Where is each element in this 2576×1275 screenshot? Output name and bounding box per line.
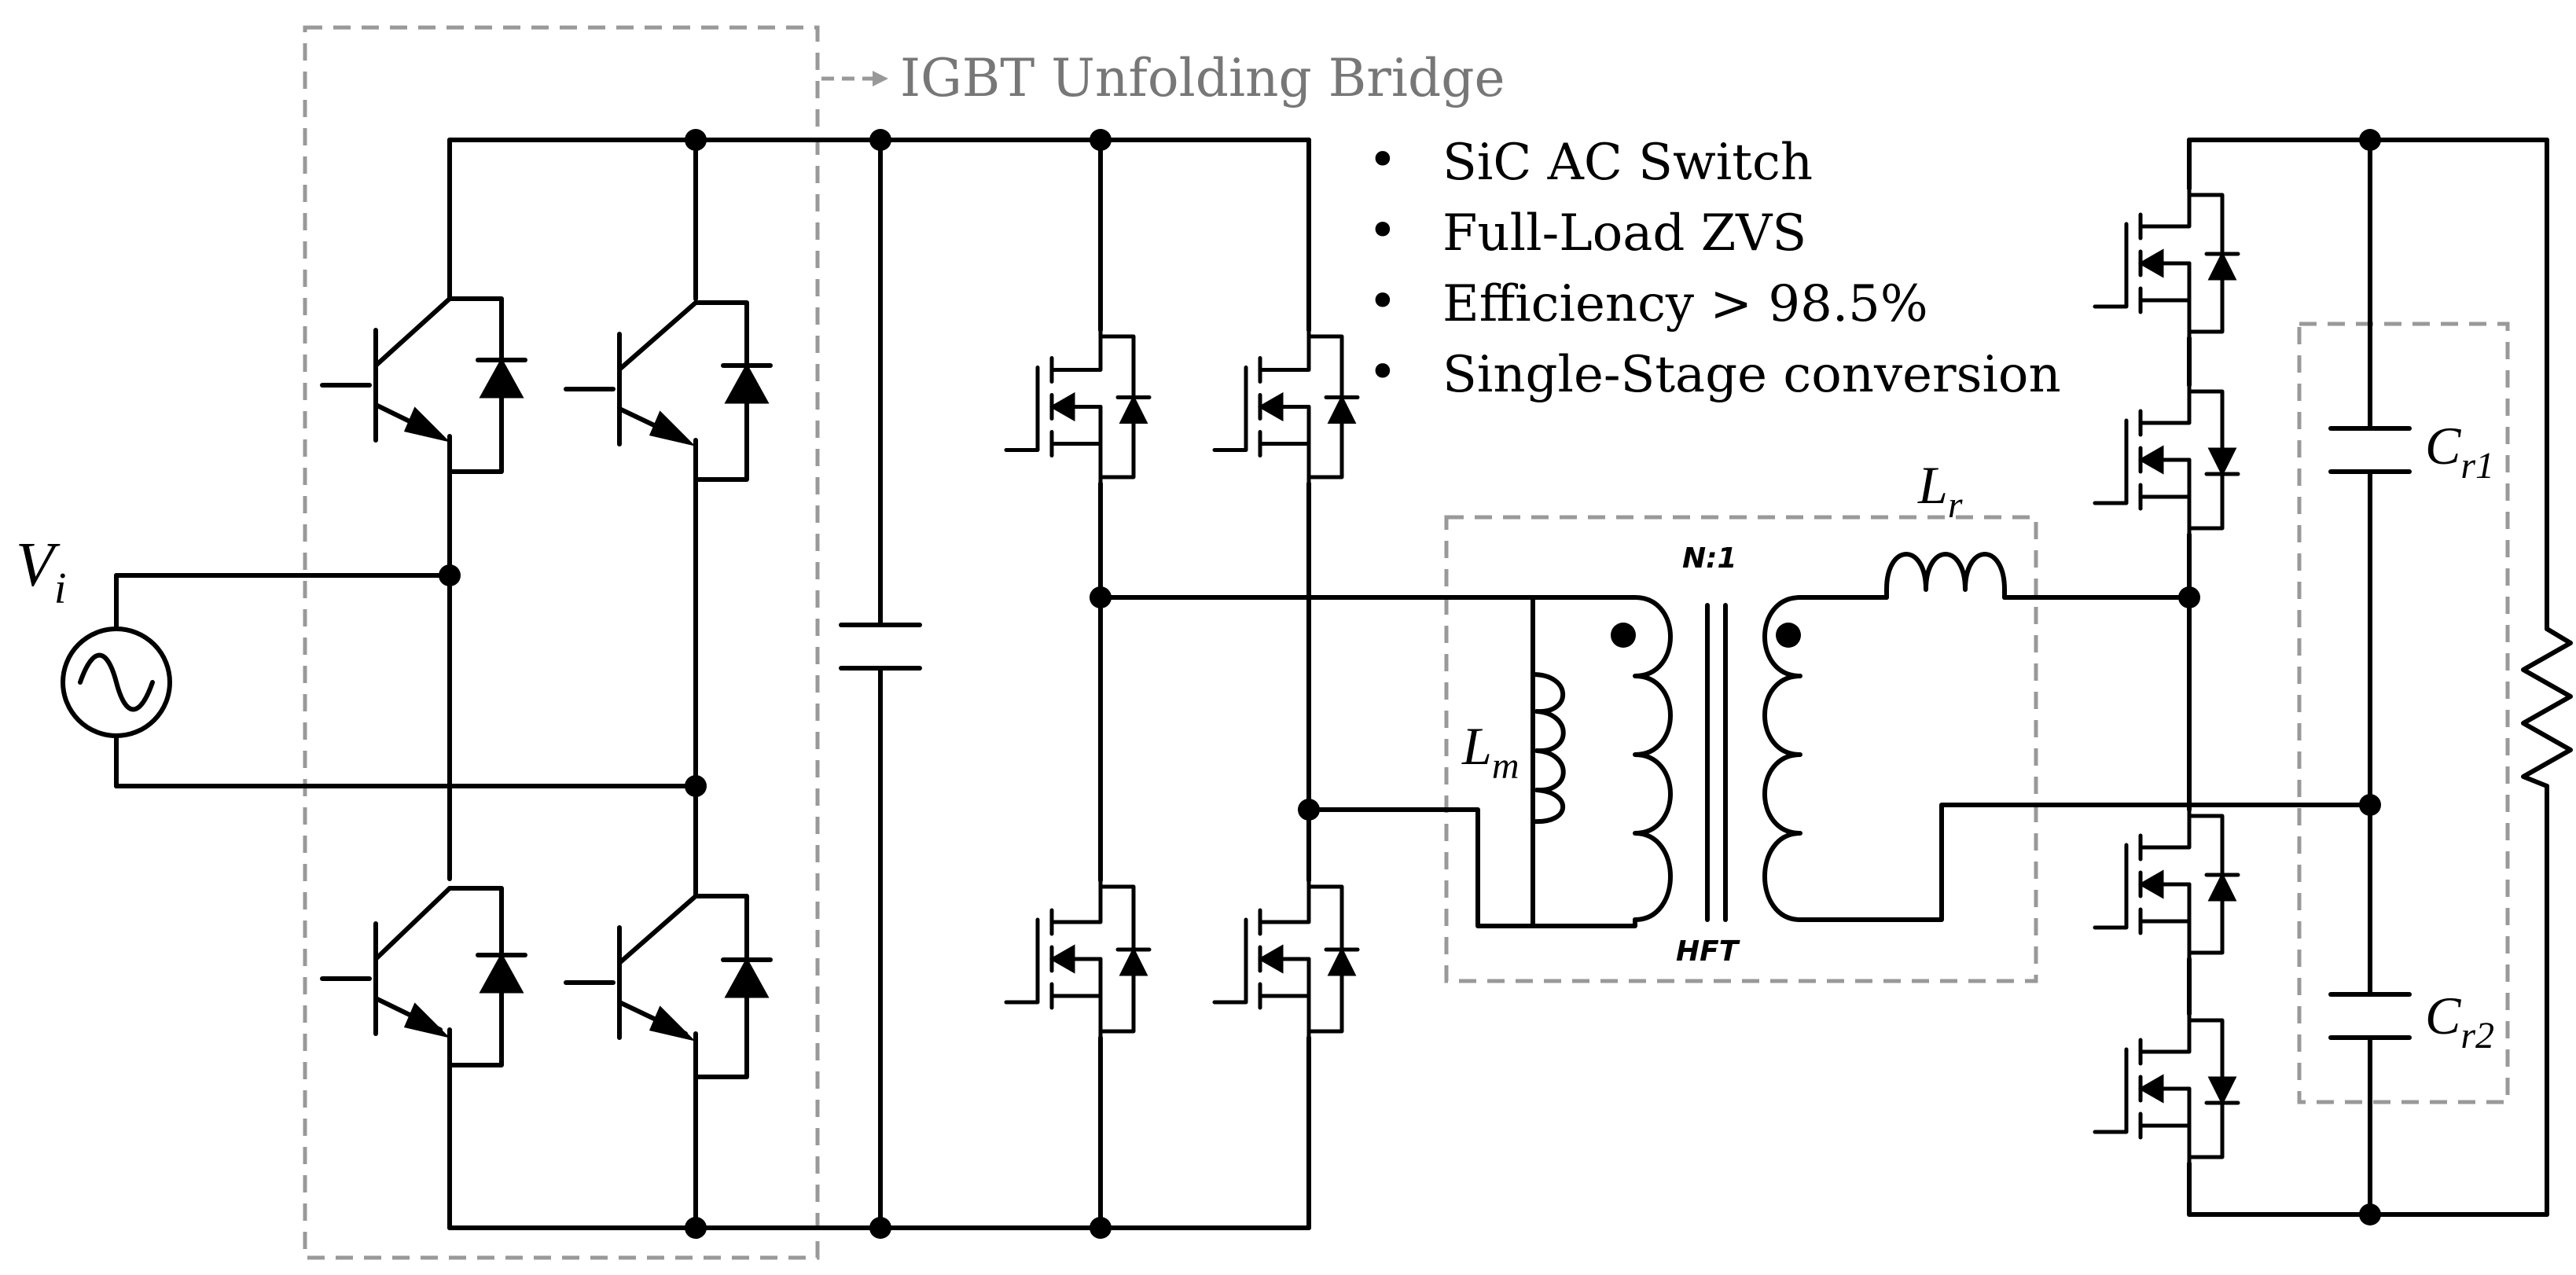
turns-ratio-label: N:1 [1682, 542, 1737, 575]
diagram-title: IGBT Unfolding Bridge [900, 48, 1505, 108]
hft-label: HFT [1676, 935, 1740, 968]
cap1-label: Cr1 [2425, 416, 2494, 487]
junction-dot [2359, 794, 2381, 816]
junction-dot [2178, 586, 2200, 608]
sic-mosfet-s2 [1212, 328, 1360, 486]
resonant-inductor [1798, 552, 2192, 600]
feature-item-3: Efficiency > 98.5% [1442, 275, 1928, 333]
feature-item-1: SiC AC Switch [1442, 134, 1813, 192]
sic-mosfet-s1 [1004, 328, 1152, 486]
junction-dots [439, 129, 2381, 1239]
junction-dot [869, 1217, 891, 1239]
cap2-label: Cr2 [2425, 986, 2494, 1056]
igbt-switch-q4 [564, 894, 773, 1079]
source-label: Vi [16, 531, 66, 613]
igbt-bridge-box [303, 25, 820, 1260]
bullet-dot-3: • [1368, 273, 1398, 331]
ac-source-icon [61, 573, 172, 788]
magnetizing-label: Lm [1461, 716, 1520, 787]
junction-dot [685, 775, 707, 797]
ac-switch-bot-lower [2093, 1012, 2240, 1166]
junction-dot [2359, 1203, 2381, 1225]
ac-switch-top-upper [2093, 186, 2240, 340]
hft-box [1444, 515, 2038, 983]
junction-dot [1090, 1217, 1112, 1239]
bullet-dot-4: • [1368, 344, 1398, 402]
feature-item-4: Single-Stage conversion [1442, 346, 2061, 404]
feature-list: • SiC AC Switch • Full-Load ZVS • Effici… [1368, 131, 2061, 404]
resonant-cap-box [2297, 322, 2510, 1104]
sic-mosfet-s3 [1004, 878, 1152, 1040]
title-arrow [821, 71, 888, 86]
output-rectifier [2187, 138, 2573, 1217]
feature-item-2: Full-Load ZVS [1442, 204, 1806, 263]
magnetizing-inductor [1531, 595, 1566, 928]
resonant-inductor-label: Lr [1917, 455, 1963, 526]
igbt-switch-q1 [320, 218, 527, 474]
sic-mosfet-s4 [1212, 878, 1360, 1040]
secondary-return-wire [1798, 803, 2372, 922]
junction-dot [2359, 129, 2381, 151]
junction-dot [869, 129, 891, 151]
junction-dot [685, 129, 707, 151]
igbt-switch-q3 [320, 886, 527, 1067]
source-wires [114, 573, 698, 788]
igbt-bridge [320, 138, 1311, 1230]
junction-dot [439, 564, 461, 586]
dc-link-capacitor [839, 138, 922, 1230]
ac-switch-bot-upper [2093, 807, 2240, 961]
igbt-switch-q2 [564, 300, 773, 482]
junction-dot [1298, 799, 1320, 821]
junction-dot [1090, 586, 1112, 608]
bullet-dot-2: • [1368, 202, 1398, 260]
junction-dot [685, 1217, 707, 1239]
bullet-dot-1: • [1368, 131, 1398, 189]
junction-dot [1090, 129, 1112, 151]
ac-switch-top-lower [2093, 383, 2240, 537]
mosfet-group [1004, 186, 2240, 1166]
bridge-output-wires [1098, 595, 1535, 928]
hf-transformer [1531, 595, 1802, 928]
sic-full-bridge [1098, 138, 1311, 1230]
